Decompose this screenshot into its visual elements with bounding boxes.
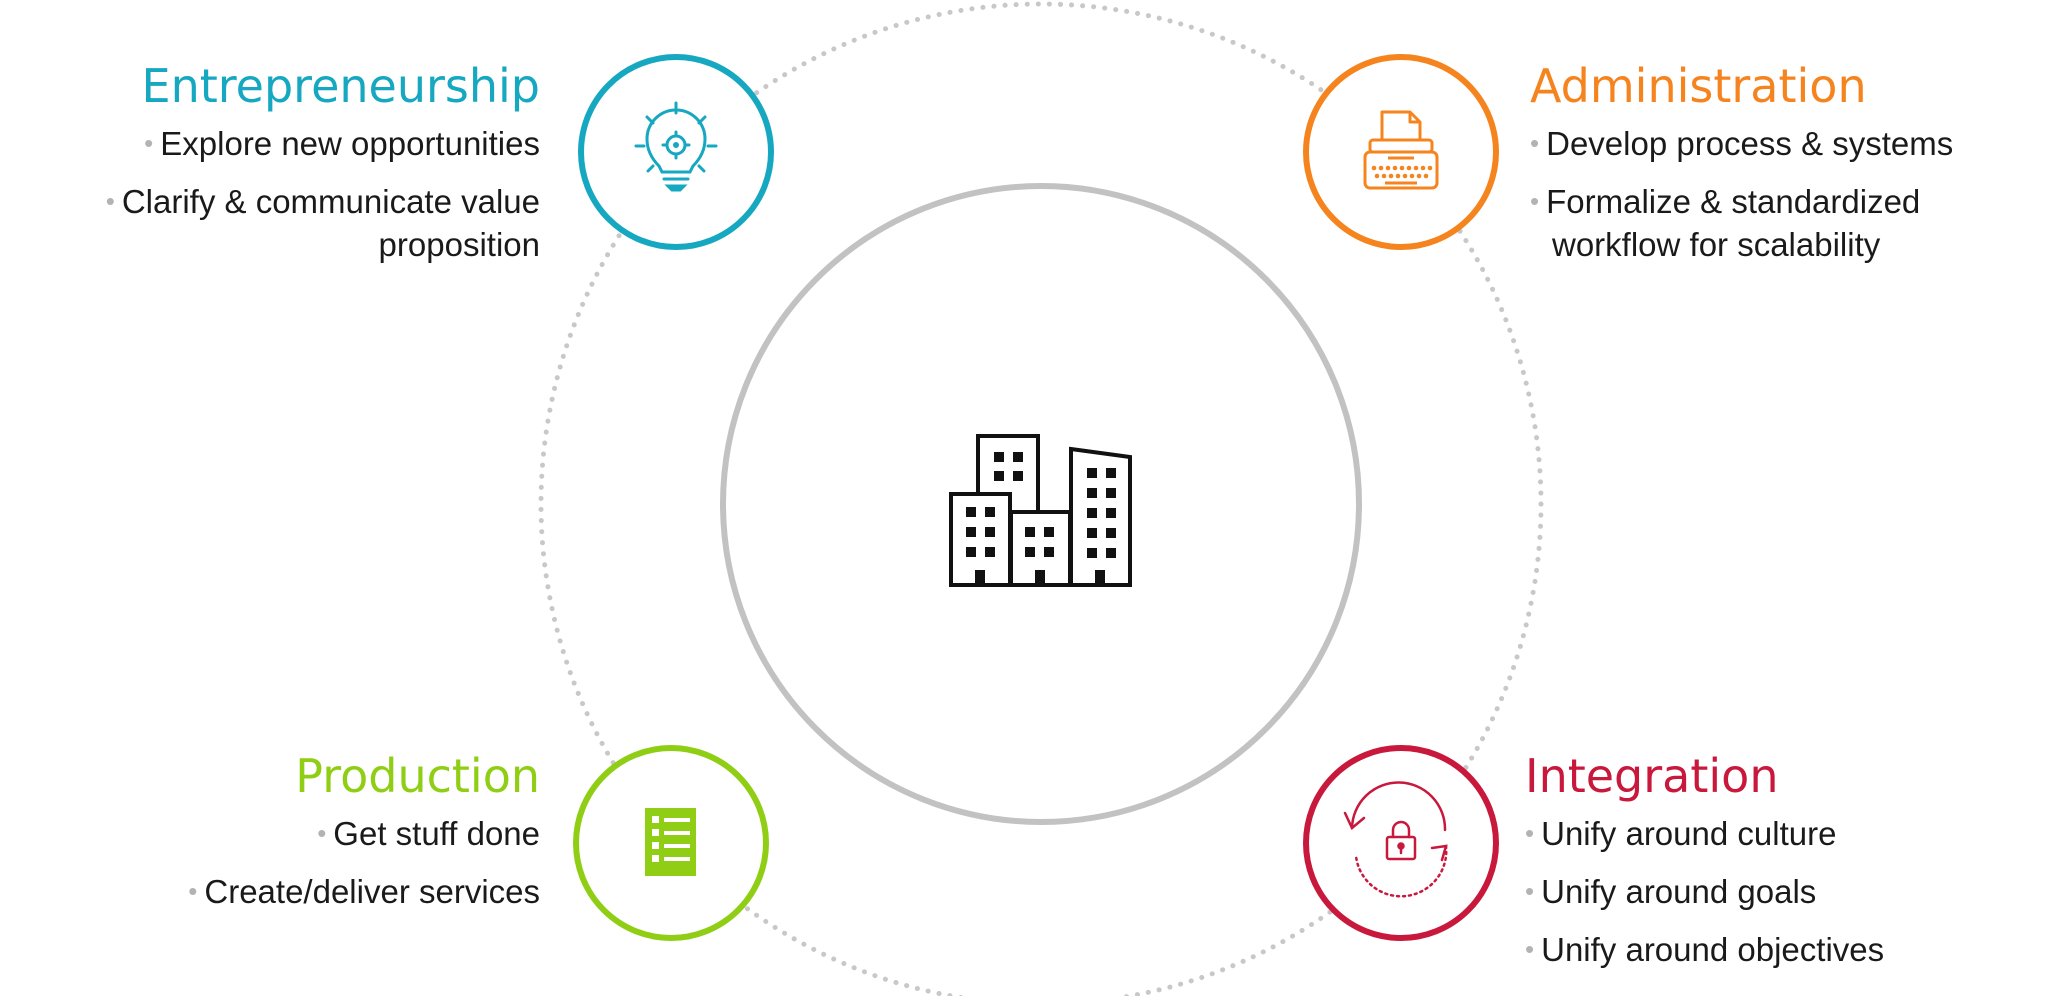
inner-ring [720, 183, 1362, 825]
entrepreneurship-node [578, 54, 774, 250]
integration-title: Integration [1525, 749, 1779, 803]
integration-node [1303, 745, 1499, 941]
buildings-icon [949, 434, 1132, 587]
production-node [573, 745, 769, 941]
bullet-icon: • [1525, 876, 1535, 906]
list-item: •Clarify & communicate value proposition [105, 183, 540, 263]
bullet-icon: • [188, 876, 198, 906]
administration-block: Administration •Develop process & system… [1530, 56, 2040, 281]
checklist-icon [645, 808, 696, 876]
list-item: •Unify around objectives [1525, 931, 1885, 968]
lightbulb-gear-icon [634, 101, 718, 192]
bullet-icon: • [1530, 128, 1540, 158]
production-title: Production [295, 749, 540, 803]
administration-node [1303, 54, 1499, 250]
production-bullets: •Get stuff done •Create/deliver services [40, 812, 540, 913]
entrepreneurship-title: Entrepreneurship [141, 59, 540, 113]
integration-block: Integration •Unify around culture •Unify… [1525, 746, 2035, 986]
outer-dotted-ring [538, 1, 1544, 996]
bullet-icon: • [105, 186, 115, 216]
bullet-icon: • [1530, 186, 1540, 216]
bullet-icon: • [1525, 934, 1535, 964]
integration-bullets: •Unify around culture •Unify around goal… [1525, 812, 2035, 971]
bullet-icon: • [317, 818, 327, 848]
entrepreneurship-bullets: •Explore new opportunities •Clarify & co… [40, 122, 540, 266]
list-item: •Get stuff done [317, 815, 540, 852]
entrepreneurship-block: Entrepreneurship •Explore new opportunit… [40, 56, 540, 281]
production-block: Production •Get stuff done •Create/deliv… [40, 746, 540, 928]
list-item: •Unify around goals [1525, 873, 1817, 910]
list-item: •Unify around culture [1525, 815, 1837, 852]
administration-bullets: •Develop process & systems •Formalize & … [1530, 122, 2040, 266]
administration-title: Administration [1530, 59, 1867, 113]
list-item: •Explore new opportunities [144, 125, 540, 162]
list-item: •Formalize & standardized workflow for s… [1530, 183, 1921, 263]
list-item: •Develop process & systems [1530, 125, 1954, 162]
bullet-icon: • [1525, 818, 1535, 848]
list-item: •Create/deliver services [188, 873, 540, 910]
lock-cycle-icon [1343, 781, 1448, 898]
bullet-icon: • [144, 128, 154, 158]
typewriter-icon [1363, 110, 1439, 190]
